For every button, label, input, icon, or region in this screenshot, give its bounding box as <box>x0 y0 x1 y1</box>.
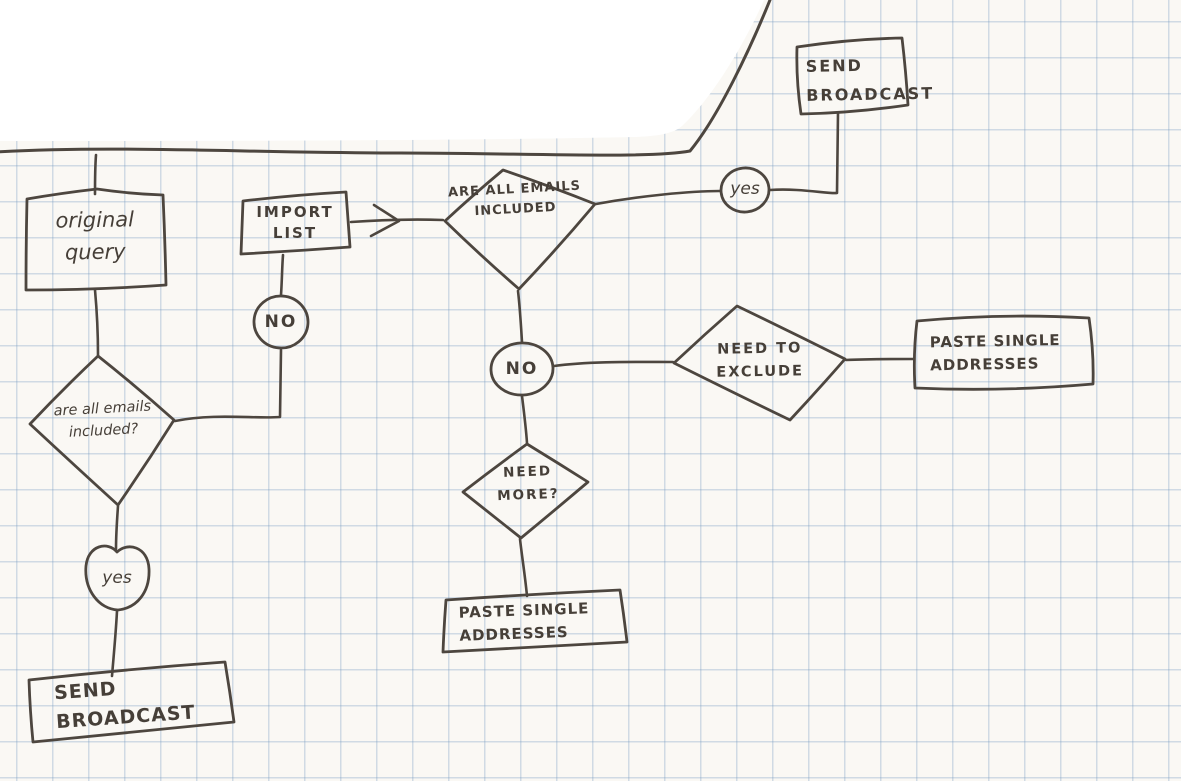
yes-top-circle <box>719 166 771 214</box>
yes-left-circle <box>84 544 151 612</box>
paste-single-right-box <box>912 314 1095 391</box>
need-to-exclude-label: NEED TO EXCLUDE <box>716 340 805 381</box>
original-query-label: original query <box>55 207 135 265</box>
edge-decision-main-to-yes-top <box>594 189 722 206</box>
edge-no-main-to-need-to-exclude <box>552 360 675 368</box>
paste-single-right-label: PASTE SINGLE ADDRESSES <box>929 331 1061 375</box>
need-more-label: NEED MORE? <box>496 463 560 505</box>
decision-left-diamond <box>28 354 176 507</box>
yes-top-label: yes <box>730 179 760 199</box>
no-main-label: NO <box>505 359 539 379</box>
edge-no-left-to-import-list <box>279 253 285 297</box>
edge-no-main-to-need-more <box>520 394 529 445</box>
edge-decision-left-no-to-no-left <box>173 348 283 423</box>
edge-decision-left-to-yes-left <box>114 504 120 551</box>
no-left-label: NO <box>264 312 298 332</box>
decision-main-label: ARE ALL EMAILS INCLUDED <box>447 178 582 219</box>
send-broadcast-top-label: SEND BROADCAST <box>805 55 935 105</box>
paste-single-bottom-box <box>441 588 629 654</box>
edge-page-curve <box>0 0 772 157</box>
paste-single-bottom-label: PASTE SINGLE ADDRESSES <box>458 599 590 645</box>
decision-left-label: are all emails included? <box>53 398 152 442</box>
edge-yes-top-to-send-broadcast-top <box>768 111 840 195</box>
page-blank-margin <box>0 0 764 141</box>
arrowhead-icon <box>369 203 401 238</box>
import-list-label: IMPORT LIST <box>256 203 334 242</box>
send-broadcast-bottom-box <box>27 660 236 744</box>
edge-original-query-to-decision-left <box>93 288 100 357</box>
import-list-box <box>239 190 352 256</box>
no-main-circle <box>489 341 555 397</box>
edge-yes-left-to-send-broadcast-bottom <box>110 609 119 678</box>
edge-decision-main-to-no-main <box>516 289 524 344</box>
original-query-box <box>24 187 168 292</box>
need-more-diamond <box>461 442 590 540</box>
send-broadcast-top-box <box>795 36 910 116</box>
edge-need-more-to-paste-single-bottom <box>518 537 529 598</box>
need-to-exclude-diamond <box>672 304 847 422</box>
no-left-circle <box>252 294 310 350</box>
edge-curve-to-original-query <box>93 153 98 196</box>
yes-left-label: yes <box>102 568 132 588</box>
edge-need-to-exclude-to-paste-single-right <box>844 357 915 362</box>
decision-main-diamond <box>443 168 597 291</box>
